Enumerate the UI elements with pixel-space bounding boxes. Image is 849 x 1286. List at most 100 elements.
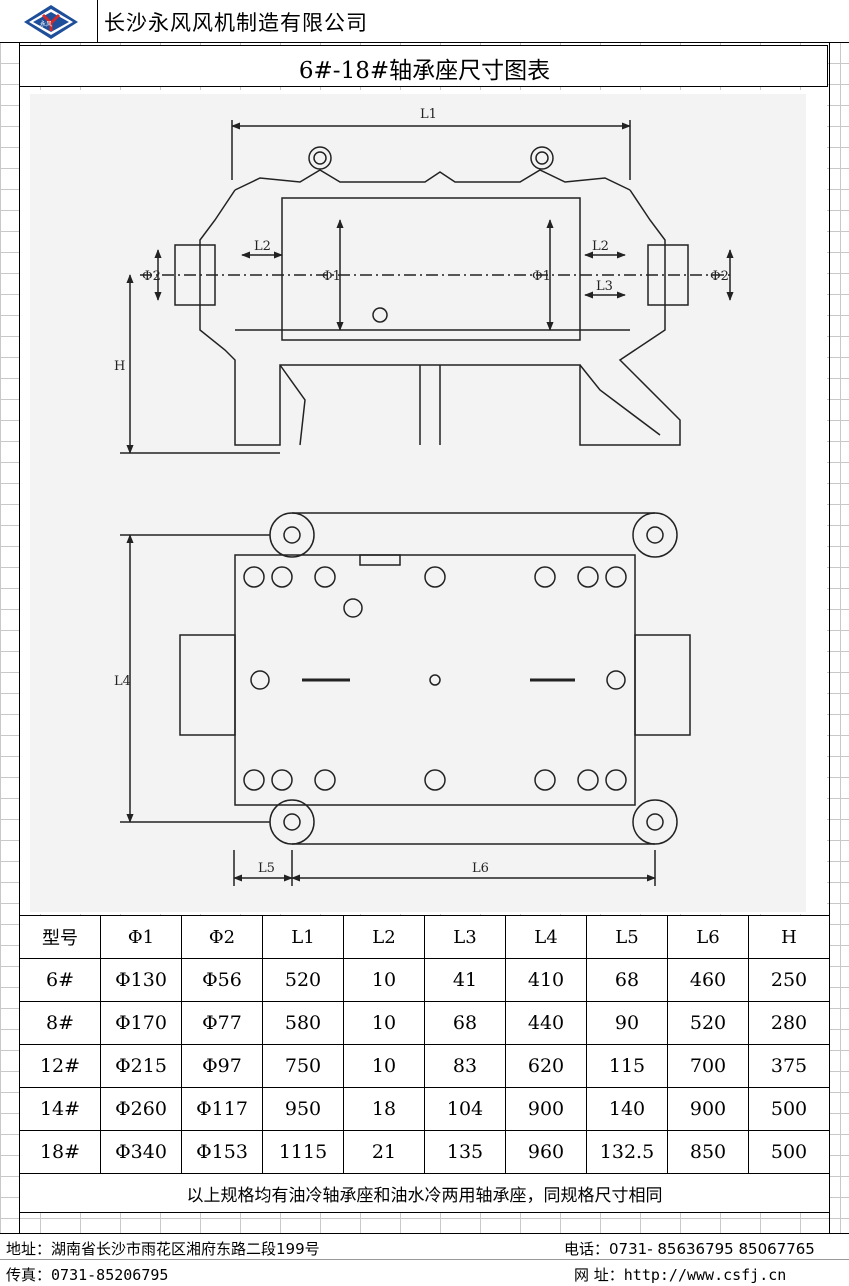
header-model: 型号 (19, 915, 101, 959)
table-cell: 375 (748, 1044, 830, 1088)
table-cell: 10 (343, 1044, 425, 1088)
company-name: 长沙永风风机制造有限公司 (104, 11, 368, 35)
table-cell: Φ97 (181, 1044, 263, 1088)
table-cell: 950 (262, 1087, 344, 1131)
label-L4: L4 (114, 674, 131, 689)
table-cell: Φ340 (100, 1130, 182, 1174)
table-note-row: 以上规格均有油冷轴承座和油水冷两用轴承座，同规格尺寸相同 (19, 1173, 830, 1213)
table-cell: 580 (262, 1001, 344, 1045)
table-note: 以上规格均有油冷轴承座和油水冷两用轴承座，同规格尺寸相同 (19, 1173, 830, 1213)
label-phi2-left: Φ2 (142, 269, 161, 284)
label-phi2-right: Φ2 (710, 269, 729, 284)
title-band: 6#-18#轴承座尺寸图表 (19, 45, 828, 87)
page-frame (19, 42, 830, 1233)
fax-text: 0731-85206795 (51, 1266, 169, 1284)
page-header: 永风 长沙永风风机制造有限公司 (0, 0, 849, 43)
table-cell: 140 (586, 1087, 668, 1131)
label-H: H (114, 359, 125, 374)
table-cell: 18 (343, 1087, 425, 1131)
table-cell: 500 (748, 1087, 830, 1131)
table-cell: 12# (19, 1044, 101, 1088)
table-cell: 850 (667, 1130, 749, 1174)
table-cell: 620 (505, 1044, 587, 1088)
web-label: 网 址： (574, 1266, 624, 1284)
phone-block: 电话：0731- 85636795 85067765 (564, 1238, 815, 1259)
table-header-row: 型号 Φ1 Φ2 L1 L2 L3 L4 L5 L6 H (19, 915, 830, 959)
web-link[interactable]: http://www.csfj.cn (623, 1266, 787, 1284)
table-cell: 10 (343, 1001, 425, 1045)
dimension-labels: L1 L2 L2 L3 Φ1 Φ1 Φ2 Φ2 H L4 L5 L6 (114, 107, 729, 876)
bearing-drawing: L1 L2 L2 L3 Φ1 Φ1 Φ2 Φ2 H L4 L5 L6 (20, 90, 827, 914)
table-cell: 6# (19, 958, 101, 1002)
table-cell: 750 (262, 1044, 344, 1088)
label-L6: L6 (472, 861, 489, 876)
dimension-table: 型号 Φ1 Φ2 L1 L2 L3 L4 L5 L6 H 6# Φ130 Φ56… (19, 915, 830, 1213)
table-row: 6# Φ130 Φ56 520 10 41 410 68 460 250 (19, 958, 830, 1002)
address-label: 地址： (6, 1240, 52, 1258)
table-row: 12# Φ215 Φ97 750 10 83 620 115 700 375 (19, 1044, 830, 1088)
table-cell: 18# (19, 1130, 101, 1174)
fax-block: 传真：0731-85206795 (6, 1264, 168, 1285)
header-L2: L2 (343, 915, 425, 959)
table-row: 18# Φ340 Φ153 1115 21 135 960 132.5 850 … (19, 1130, 830, 1174)
label-L2-left: L2 (254, 239, 271, 254)
table-cell: 1115 (262, 1130, 344, 1174)
header-L5: L5 (586, 915, 668, 959)
footer-row-1: 地址：湖南省长沙市雨花区湘府东路二段199号 电话：0731- 85636795… (0, 1234, 849, 1260)
address-text: 湖南省长沙市雨花区湘府东路二段199号 (51, 1240, 320, 1258)
table-cell: 960 (505, 1130, 587, 1174)
page-footer: 地址：湖南省长沙市雨花区湘府东路二段199号 电话：0731- 85636795… (0, 1233, 849, 1286)
footer-row-2: 传真：0731-85206795 网 址：http://www.csfj.cn (0, 1260, 849, 1285)
header-divider (97, 0, 98, 42)
table-cell: 520 (262, 958, 344, 1002)
table-cell: 68 (424, 1001, 506, 1045)
table-cell: 410 (505, 958, 587, 1002)
table-cell: 83 (424, 1044, 506, 1088)
table-cell: 10 (343, 958, 425, 1002)
label-phi1-right: Φ1 (532, 269, 551, 284)
header-H: H (748, 915, 830, 959)
table-cell: 135 (424, 1130, 506, 1174)
table-cell: Φ130 (100, 958, 182, 1002)
header-L6: L6 (667, 915, 749, 959)
company-logo-icon: 永风 (24, 5, 78, 39)
header-L1: L1 (262, 915, 344, 959)
table-row: 8# Φ170 Φ77 580 10 68 440 90 520 280 (19, 1001, 830, 1045)
table-cell: 900 (505, 1087, 587, 1131)
fax-label: 传真： (6, 1266, 52, 1284)
table-cell: 700 (667, 1044, 749, 1088)
table-cell: 14# (19, 1087, 101, 1131)
table-cell: 250 (748, 958, 830, 1002)
table-cell: Φ153 (181, 1130, 263, 1174)
label-L2-right: L2 (592, 239, 609, 254)
page-title: 6#-18#轴承座尺寸图表 (298, 58, 551, 84)
phone-text: 0731- 85636795 85067765 (609, 1240, 815, 1258)
table-cell: 104 (424, 1087, 506, 1131)
table-cell: 440 (505, 1001, 587, 1045)
table-cell: 132.5 (586, 1130, 668, 1174)
header-L4: L4 (505, 915, 587, 959)
address-block: 地址：湖南省长沙市雨花区湘府东路二段199号 (6, 1238, 320, 1259)
table-cell: Φ260 (100, 1087, 182, 1131)
bearing-drawing-svg: L1 L2 L2 L3 Φ1 Φ1 Φ2 Φ2 H L4 L5 L6 (30, 94, 806, 912)
table-cell: 900 (667, 1087, 749, 1131)
top-view (120, 512, 691, 886)
web-block: 网 址：http://www.csfj.cn (574, 1264, 786, 1285)
logo-text: 永风 (40, 20, 52, 28)
label-L1: L1 (420, 107, 437, 122)
phone-label: 电话： (564, 1240, 610, 1258)
table-cell: 8# (19, 1001, 101, 1045)
table-cell: Φ77 (181, 1001, 263, 1045)
table-cell: 90 (586, 1001, 668, 1045)
table-cell: 115 (586, 1044, 668, 1088)
label-L5: L5 (258, 861, 275, 876)
label-phi1-left: Φ1 (322, 269, 341, 284)
drawing-background (30, 94, 806, 912)
table-cell: 21 (343, 1130, 425, 1174)
table-cell: 500 (748, 1130, 830, 1174)
header-L3: L3 (424, 915, 506, 959)
table-cell: Φ215 (100, 1044, 182, 1088)
table-cell: 460 (667, 958, 749, 1002)
header-phi2: Φ2 (181, 915, 263, 959)
table-cell: 41 (424, 958, 506, 1002)
